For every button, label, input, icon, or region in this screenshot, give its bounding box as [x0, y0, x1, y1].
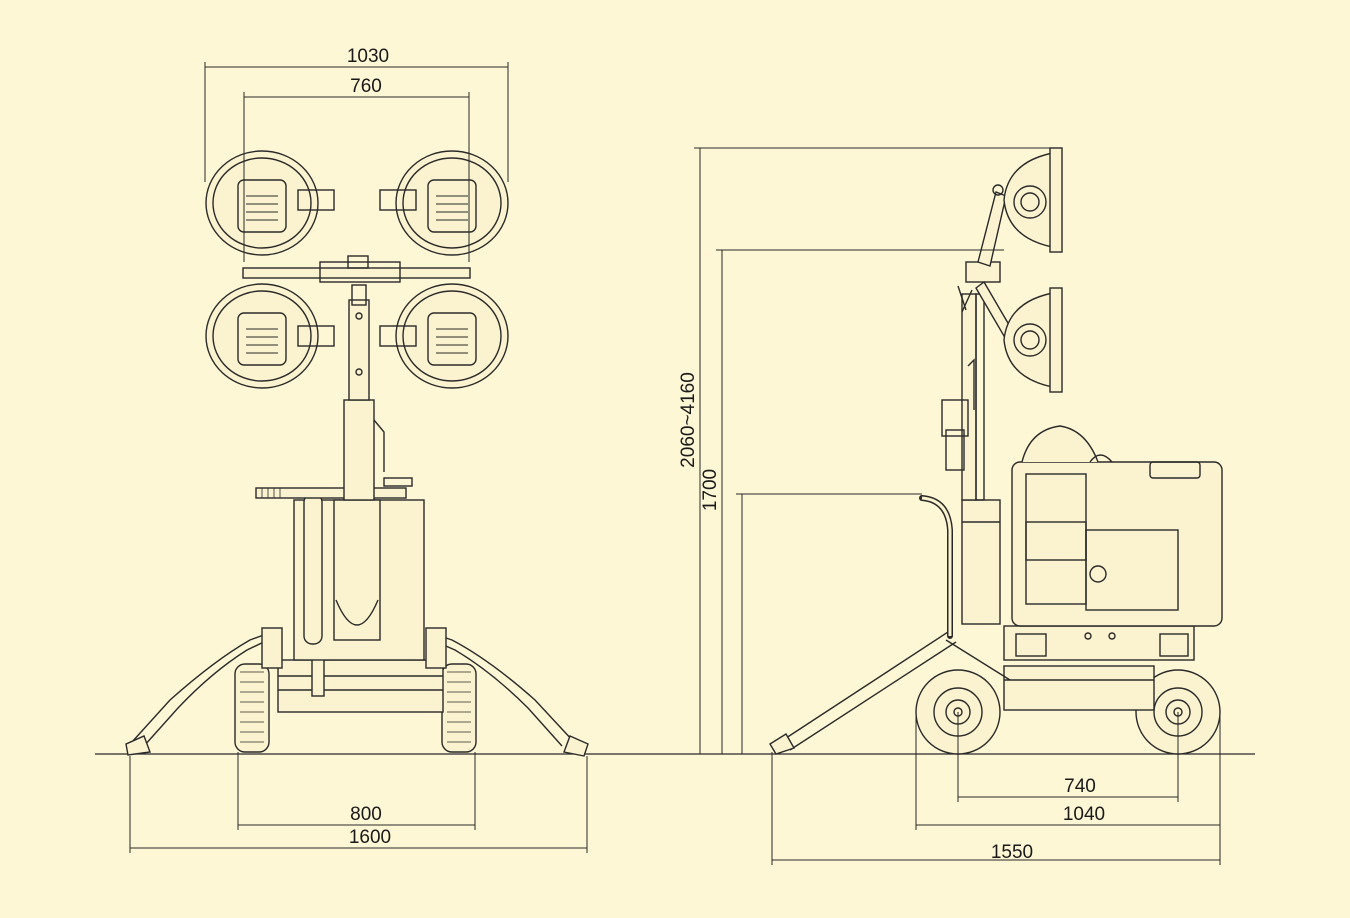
front-lamp-upper-left [205, 150, 335, 256]
side-dimension-lines [694, 147, 1221, 865]
side-outrigger [769, 631, 957, 755]
side-handle [919, 495, 953, 639]
front-lamp-upper-right [379, 150, 509, 256]
front-lamp-lower-right [379, 283, 509, 389]
front-mast [343, 284, 385, 501]
dim-wheel-outer-length: 1040 [1063, 804, 1105, 825]
side-engine-housing [1011, 425, 1223, 627]
front-dimension-lines [129, 62, 588, 853]
front-lamp-crossarm [242, 255, 471, 283]
front-chassis [261, 623, 447, 713]
dim-lower-lamp-height: 1700 [700, 469, 721, 511]
front-wheels [234, 663, 477, 753]
dim-outrigger-span: 1600 [349, 827, 391, 848]
front-view [125, 150, 589, 757]
side-mast [941, 261, 1001, 501]
front-body [293, 493, 425, 661]
dim-wheel-track: 800 [350, 804, 382, 825]
dim-mast-height-range: 2060~4160 [678, 372, 699, 468]
dim-wheelbase: 740 [1064, 776, 1096, 797]
side-tank [961, 499, 1001, 625]
dim-lamp-inner-width: 760 [350, 76, 382, 97]
dim-lamp-outer-width: 1030 [347, 46, 389, 67]
side-lamp-lower [1003, 287, 1063, 393]
side-lamp-upper [1003, 147, 1063, 253]
dim-overall-length: 1550 [991, 842, 1033, 863]
front-outriggers [125, 631, 589, 757]
front-lamp-lower-left [205, 283, 335, 389]
